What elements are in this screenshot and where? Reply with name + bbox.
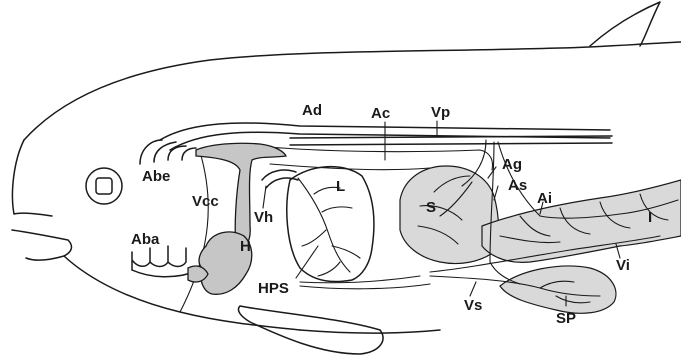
liver-outline: [287, 167, 374, 282]
eye-icon: [86, 168, 122, 204]
label-vp: Vp: [431, 104, 450, 121]
label-ag: Ag: [502, 156, 522, 173]
label-vs: Vs: [464, 297, 482, 314]
label-as: As: [508, 177, 527, 194]
label-s: S: [426, 199, 436, 216]
label-vcc: Vcc: [192, 193, 219, 210]
label-ac: Ac: [371, 105, 390, 122]
label-i: I: [648, 209, 652, 226]
label-ai: Ai: [537, 190, 552, 207]
label-aba: Aba: [131, 231, 160, 248]
label-ad: Ad: [302, 102, 322, 119]
label-hps: HPS: [258, 280, 289, 297]
label-l: L: [336, 178, 345, 195]
label-sp: SP: [556, 310, 576, 327]
label-h: H: [240, 238, 251, 255]
label-abe: Abe: [142, 168, 170, 185]
efferent-branchial-arteries: [140, 140, 196, 164]
label-vi: Vi: [616, 257, 630, 274]
hepatic-vein: [262, 170, 298, 188]
label-vh: Vh: [254, 209, 273, 226]
spleen: [500, 266, 616, 313]
